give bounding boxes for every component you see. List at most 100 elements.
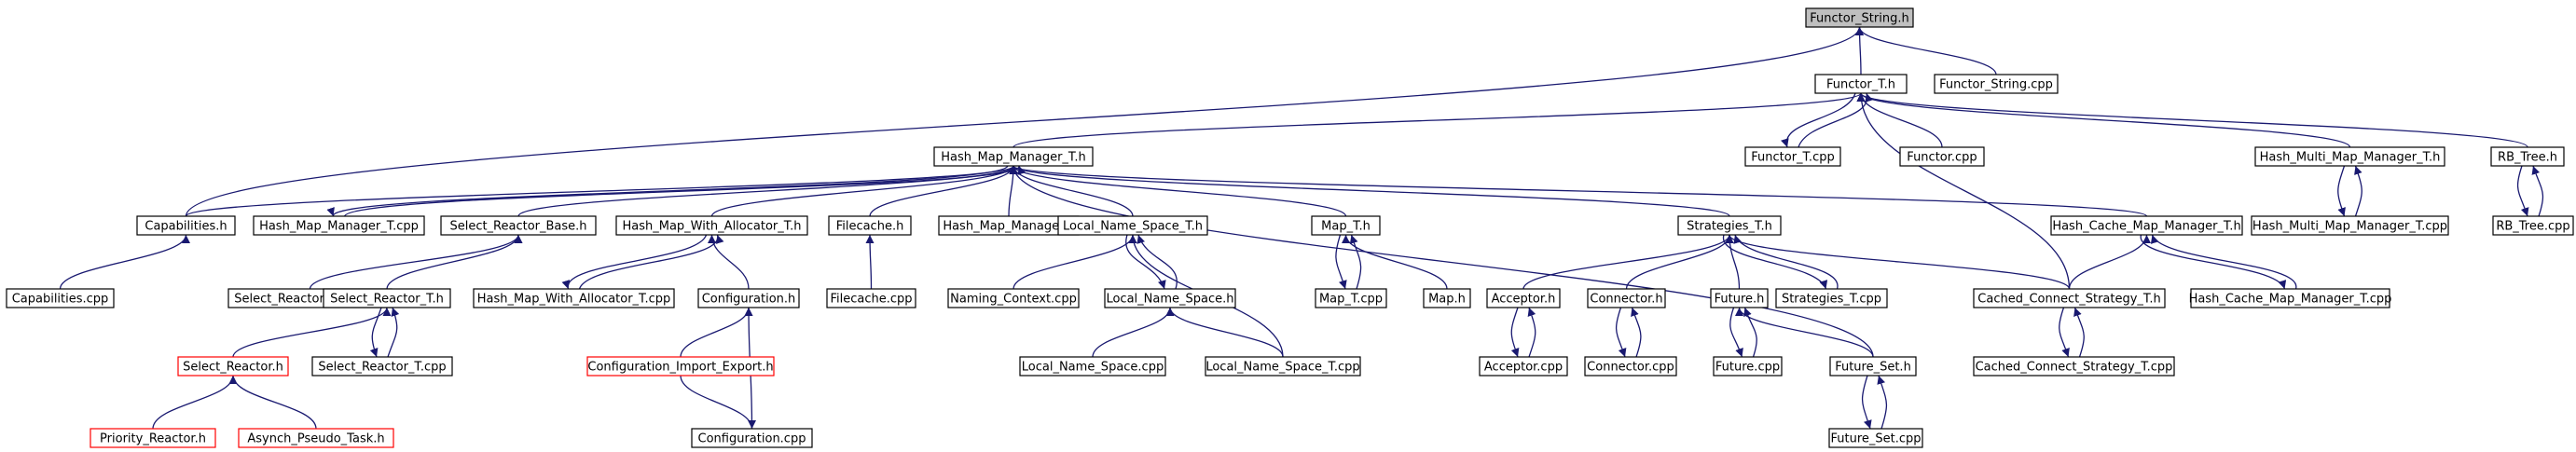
node-box bbox=[1019, 356, 1166, 377]
edge-local_name_space_t_cpp-to-local_name_space_h bbox=[1165, 307, 1284, 358]
node-label: Select_Reactor_Base.h bbox=[449, 220, 586, 234]
node-box bbox=[1104, 288, 1236, 308]
node-local_name_space_t_cpp[interactable]: Local_Name_Space_T.cpp bbox=[1205, 356, 1361, 377]
edge-functor_t_h-to-functor_t_cpp bbox=[1781, 92, 1856, 148]
node-local_name_space_t_h[interactable]: Local_Name_Space_T.h bbox=[1057, 215, 1208, 236]
edge-functor_t_cpp-to-functor_t_h bbox=[1798, 92, 1873, 148]
node-label: Hash_Cache_Map_Manager_T.h bbox=[2052, 220, 2240, 234]
node-label: Local_Name_Space_T.h bbox=[1063, 220, 1203, 234]
node-map_t_h[interactable]: Map_T.h bbox=[1311, 215, 1381, 236]
edge-hash_map_with_allocator_t_h-to-hash_map_with_allocator_t_cpp bbox=[561, 234, 708, 290]
node-local_name_space_h[interactable]: Local_Name_Space.h bbox=[1104, 288, 1236, 308]
edge-capabilities_h-to-hash_map_manager_t_h bbox=[185, 165, 1018, 217]
edge-asynch_pseudo_task_h-to-select_reactor_h bbox=[228, 375, 317, 430]
node-label: Local_Name_Space.cpp bbox=[1022, 361, 1164, 375]
node-functor_t_h[interactable]: Functor_T.h bbox=[1814, 74, 1908, 94]
edge-cached_connect_strategy_t_cpp-to-cached_connect_strategy_t_h bbox=[2073, 307, 2085, 358]
node-hash_map_with_allocator_t_cpp[interactable]: Hash_Map_With_Allocator_T.cpp bbox=[473, 288, 675, 308]
edge-strategies_t_h-to-hash_map_manager_t_h bbox=[1009, 165, 1730, 217]
node-naming_context_cpp[interactable]: Naming_Context.cpp bbox=[947, 288, 1080, 308]
node-box bbox=[615, 215, 808, 236]
node-hash_cache_map_manager_t_h[interactable]: Hash_Cache_Map_Manager_T.h bbox=[2050, 215, 2243, 236]
node-box bbox=[691, 428, 813, 448]
node-cached_connect_strategy_t_h[interactable]: Cached_Connect_Strategy_T.h bbox=[1973, 288, 2166, 308]
node-label: Future.cpp bbox=[1715, 361, 1780, 375]
node-hash_map_manager_t_h[interactable]: Hash_Map_Manager_T.h bbox=[933, 146, 1094, 167]
node-capabilities_h[interactable]: Capabilities.h bbox=[136, 215, 236, 236]
node-map_t_cpp[interactable]: Map_T.cpp bbox=[1315, 288, 1387, 308]
node-select_reactor_h[interactable]: Select_Reactor.h bbox=[177, 356, 289, 377]
edge-priority_reactor_h-to-select_reactor_h bbox=[152, 375, 238, 430]
node-label: Strategies_T.cpp bbox=[1782, 293, 1881, 307]
edge-hash_map_manager_t_h-to-functor_t_h bbox=[1012, 92, 1866, 148]
node-future_h[interactable]: Future.h bbox=[1710, 288, 1769, 308]
edge-configuration_import_export_h-to-configuration_h bbox=[680, 307, 753, 358]
node-select_reactor_t_cpp[interactable]: Select_Reactor_T.cpp bbox=[311, 356, 453, 377]
node-priority_reactor_h[interactable]: Priority_Reactor.h bbox=[90, 428, 216, 448]
node-connector_h[interactable]: Connector.h bbox=[1587, 288, 1666, 308]
edge-connector_cpp-to-connector_h bbox=[1631, 307, 1642, 358]
edge-hash_multi_map_manager_t_h-to-functor_t_h bbox=[1856, 92, 2351, 148]
edge-select_reactor_base_h-to-hash_map_manager_t_h bbox=[517, 165, 1018, 217]
node-box bbox=[1775, 288, 1888, 308]
node-box bbox=[586, 356, 775, 377]
node-box bbox=[1973, 356, 2175, 377]
node-label: Naming_Context.cpp bbox=[950, 293, 1077, 307]
node-configuration_h[interactable]: Configuration.h bbox=[697, 288, 800, 308]
node-strategies_t_cpp[interactable]: Strategies_T.cpp bbox=[1775, 288, 1888, 308]
node-hash_multi_map_manager_t_cpp[interactable]: Hash_Multi_Map_Manager_T.cpp bbox=[2251, 215, 2449, 236]
node-functor_t_cpp[interactable]: Functor_T.cpp bbox=[1744, 146, 1841, 167]
node-label: RB_Tree.cpp bbox=[2496, 220, 2569, 234]
node-rb_tree_h[interactable]: RB_Tree.h bbox=[2490, 146, 2565, 167]
node-hash_map_manager_h[interactable]: Hash_Map_Manager.h bbox=[938, 215, 1080, 236]
node-box bbox=[1486, 288, 1561, 308]
node-hash_multi_map_manager_t_h[interactable]: Hash_Multi_Map_Manager_T.h bbox=[2254, 146, 2445, 167]
node-hash_map_manager_t_cpp[interactable]: Hash_Map_Manager_T.cpp bbox=[253, 215, 425, 236]
node-filecache_cpp[interactable]: Filecache.cpp bbox=[826, 288, 916, 308]
node-map_h[interactable]: Map.h bbox=[1423, 288, 1471, 308]
edge-hash_map_manager_h-to-hash_map_manager_t_h bbox=[1008, 165, 1018, 217]
node-select_reactor_t_h[interactable]: Select_Reactor_T.h bbox=[323, 288, 451, 308]
node-functor_string_h[interactable]: Functor_String.h bbox=[1805, 7, 1914, 28]
node-label: Acceptor.h bbox=[1492, 293, 1556, 307]
node-capabilities_cpp[interactable]: Capabilities.cpp bbox=[6, 288, 115, 308]
edge-connector_h-to-strategies_t_h bbox=[1625, 234, 1734, 290]
node-future_set_h[interactable]: Future_Set.h bbox=[1829, 356, 1917, 377]
edge-local_name_space_cpp-to-local_name_space_h bbox=[1092, 307, 1175, 358]
edge-functor_string_cpp-to-functor_string_h bbox=[1855, 26, 1997, 75]
edge-hash_map_with_allocator_t_cpp-to-hash_map_with_allocator_t_h bbox=[578, 234, 724, 290]
node-hash_map_with_allocator_t_h[interactable]: Hash_Map_With_Allocator_T.h bbox=[615, 215, 808, 236]
node-box bbox=[1423, 288, 1471, 308]
node-strategies_t_h[interactable]: Strategies_T.h bbox=[1677, 215, 1782, 236]
node-future_set_cpp[interactable]: Future_Set.cpp bbox=[1828, 428, 1923, 448]
node-cached_connect_strategy_t_cpp[interactable]: Cached_Connect_Strategy_T.cpp bbox=[1973, 356, 2175, 377]
node-label: Capabilities.cpp bbox=[12, 293, 109, 307]
node-asynch_pseudo_task_h[interactable]: Asynch_Pseudo_Task.h bbox=[238, 428, 394, 448]
node-acceptor_h[interactable]: Acceptor.h bbox=[1486, 288, 1561, 308]
edge-future_cpp-to-future_h bbox=[1743, 307, 1757, 358]
node-box bbox=[323, 288, 451, 308]
node-hash_cache_map_manager_t_cpp[interactable]: Hash_Cache_Map_Manager_T.cpp bbox=[2189, 288, 2392, 308]
node-connector_cpp[interactable]: Connector.cpp bbox=[1584, 356, 1677, 377]
edge-cached_connect_strategy_t_h-to-functor_t_h bbox=[1856, 92, 2071, 290]
node-box bbox=[1814, 74, 1908, 94]
edge-future_set_cpp-to-future_set_h bbox=[1877, 375, 1888, 430]
node-box bbox=[1677, 215, 1782, 236]
node-future_cpp[interactable]: Future.cpp bbox=[1713, 356, 1783, 377]
node-configuration_import_export_h[interactable]: Configuration_Import_Export.h bbox=[586, 356, 775, 377]
node-configuration_cpp[interactable]: Configuration.cpp bbox=[691, 428, 813, 448]
node-select_reactor_base_h[interactable]: Select_Reactor_Base.h bbox=[440, 215, 597, 236]
edge-rb_tree_h-to-functor_t_h bbox=[1856, 92, 2528, 148]
node-label: Connector.cpp bbox=[1587, 361, 1674, 375]
node-label: Map_T.cpp bbox=[1319, 293, 1383, 307]
node-acceptor_cpp[interactable]: Acceptor.cpp bbox=[1479, 356, 1568, 377]
node-functor_string_cpp[interactable]: Functor_String.cpp bbox=[1934, 74, 2059, 94]
node-rb_tree_cpp[interactable]: RB_Tree.cpp bbox=[2492, 215, 2574, 236]
node-box bbox=[1311, 215, 1381, 236]
node-local_name_space_cpp[interactable]: Local_Name_Space.cpp bbox=[1019, 356, 1166, 377]
node-filecache_h[interactable]: Filecache.h bbox=[828, 215, 912, 236]
edge-future_set_h-to-future_h bbox=[1735, 307, 1874, 358]
node-functor_cpp[interactable]: Functor.cpp bbox=[1899, 146, 1985, 167]
